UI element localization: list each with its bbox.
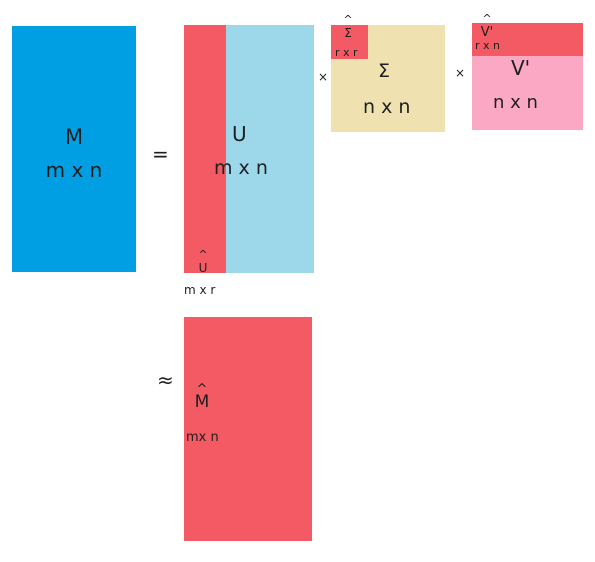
matrix-sigma-name: Σ xyxy=(378,60,391,82)
v-hat-name: V' xyxy=(480,25,494,40)
matrix-u-name: U xyxy=(232,122,247,146)
matrix-sigma-hat-region xyxy=(331,25,368,59)
sigma-hat-dims: r x r xyxy=(335,46,358,59)
matrix-m-hat xyxy=(184,317,312,541)
matrix-sigma-dims: n x n xyxy=(363,96,411,118)
u-hat-name: U xyxy=(198,261,208,275)
hat-mark: ^ xyxy=(482,12,492,25)
matrix-u-hat-region xyxy=(184,25,226,273)
approx-sign: ≈ xyxy=(157,368,174,392)
hat-mark: ^ xyxy=(343,13,353,26)
u-hat-label: ^ U xyxy=(194,248,212,275)
matrix-m-hat-name: M xyxy=(194,392,210,412)
matrix-m xyxy=(12,26,136,272)
matrix-m-dims: m x n xyxy=(45,158,103,182)
multiply-sign-1: × xyxy=(318,70,329,84)
matrix-m-name: M xyxy=(64,125,84,149)
matrix-v-name: V' xyxy=(511,56,531,80)
u-hat-dims: m x r xyxy=(184,283,216,297)
sigma-hat-label: ^ Σ xyxy=(338,13,358,40)
hat-mark: ^ xyxy=(196,382,208,397)
matrix-m-hat-dims: mx n xyxy=(186,430,219,445)
hat-mark: ^ xyxy=(198,248,208,261)
matrix-u-dims: m x n xyxy=(214,157,268,179)
multiply-sign-2: × xyxy=(455,66,466,80)
v-hat-dims: r x n xyxy=(475,39,500,52)
equals-sign: = xyxy=(152,142,169,166)
matrix-v-hat-region xyxy=(472,23,583,56)
matrix-v-dims: n x n xyxy=(493,92,538,113)
m-hat-label: ^ M xyxy=(190,382,214,412)
sigma-hat-name: Σ xyxy=(344,26,352,40)
v-hat-label: ^ V' xyxy=(476,12,498,40)
